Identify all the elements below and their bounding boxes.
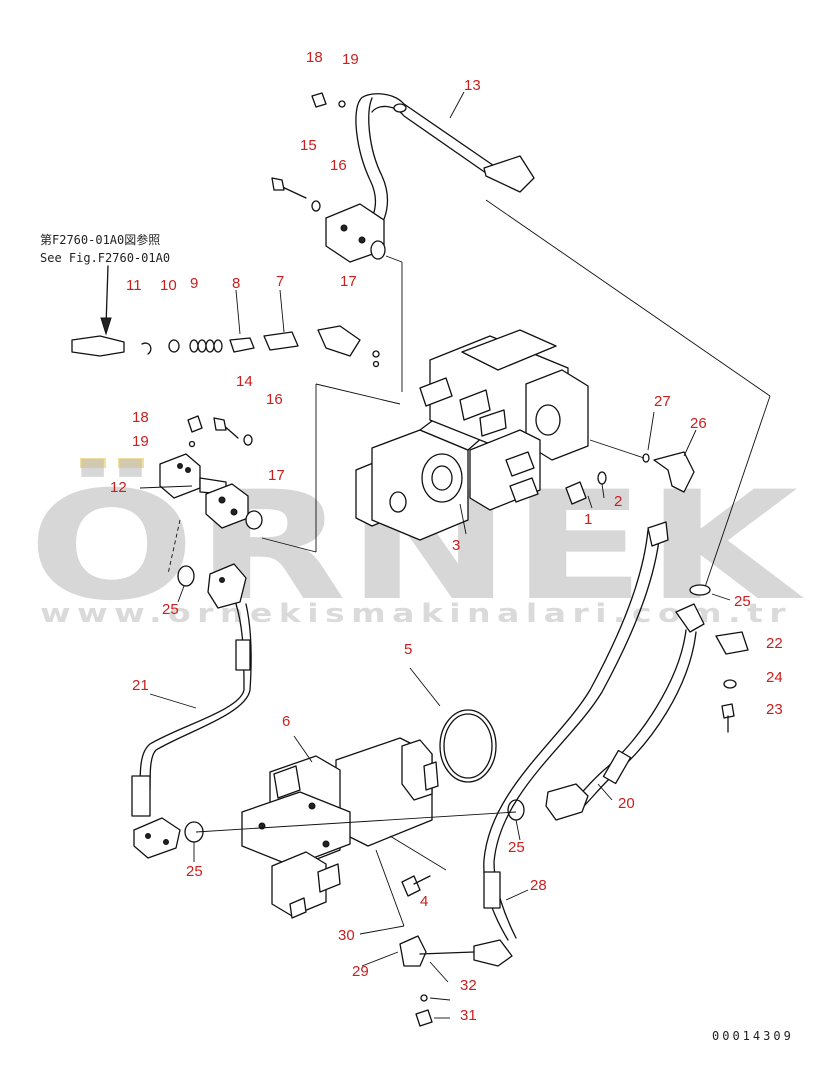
washer-19-top (338, 100, 346, 108)
pipe-13-top-run (359, 93, 501, 171)
callout-22: 22 (766, 635, 783, 652)
orings (177, 565, 711, 843)
pump-motor-6 (195, 737, 517, 1027)
watermark-umlaut-dot (118, 458, 144, 468)
callout-15: 15 (300, 137, 317, 154)
callout-16: 16 (266, 391, 283, 408)
oring-17-mid (245, 510, 263, 530)
pipe-13-end-flange (483, 155, 535, 193)
callout-13: 13 (464, 77, 481, 94)
spring-9 (189, 339, 223, 353)
washer-19-mid (188, 440, 196, 448)
callout-12: 12 (110, 479, 127, 496)
reference-note-en: See Fig.F2760-01A0 (40, 251, 170, 265)
clamp-22 (715, 631, 749, 655)
callout-17: 17 (268, 467, 285, 484)
callout-25: 25 (186, 863, 203, 880)
callout-21: 21 (132, 677, 149, 694)
callout-3: 3 (452, 537, 460, 554)
watermark-umlaut-dot (80, 458, 106, 468)
elbow-26 (653, 451, 695, 493)
washer-16-mid (243, 434, 253, 446)
bracket-12 (159, 383, 401, 575)
bolt-4 (401, 875, 421, 897)
plug-31 (415, 1009, 433, 1027)
callout-6: 6 (282, 713, 290, 730)
callout-26: 26 (690, 415, 707, 432)
callout-23: 23 (766, 701, 783, 718)
callout-labels: 18 19 13 15 16 17 11 10 9 8 7 14 16 18 1… (110, 49, 783, 1024)
watermark-url: www.ornekismakinalari.com.tr (40, 599, 792, 629)
hoses-right (473, 521, 749, 967)
callout-25: 25 (162, 601, 179, 618)
hose-21-flange (207, 563, 247, 609)
callout-18: 18 (306, 49, 323, 66)
motor-mount-plate (241, 791, 351, 867)
callout-2: 2 (614, 493, 622, 510)
oring-17-top (370, 240, 386, 260)
callout-29: 29 (352, 963, 369, 980)
callout-10: 10 (160, 277, 177, 294)
hose-28-end (473, 939, 513, 967)
reference-note: 第F2760-01A0図参照 See Fig.F2760-01A0 (40, 232, 170, 336)
drawing-number: 00014309 (712, 1029, 794, 1043)
oring-25-a (177, 565, 195, 587)
oring-32 (420, 994, 428, 1002)
callout-31: 31 (460, 1007, 477, 1024)
callout-19: 19 (132, 433, 149, 450)
callout-7: 7 (276, 273, 284, 290)
callout-30: 30 (338, 927, 355, 944)
hose-21-end-flange (133, 817, 181, 859)
hose-21 (131, 563, 252, 859)
callout-leaders (139, 91, 731, 1019)
bolt-23 (721, 703, 735, 719)
callout-8: 8 (232, 275, 240, 292)
fitting-ref (71, 335, 125, 357)
washer-24 (723, 679, 737, 689)
hose-20 (573, 629, 687, 801)
callout-27: 27 (654, 393, 671, 410)
callout-19: 19 (342, 51, 359, 68)
fitting-connector (317, 325, 361, 357)
callout-24: 24 (766, 669, 783, 686)
motor-valve-block (271, 851, 327, 917)
callout-11: 11 (126, 277, 142, 294)
pipe-13-assembly (271, 92, 771, 591)
control-valve-3 (355, 329, 695, 541)
snap-ring-11 (141, 342, 152, 355)
bolt-1 (565, 481, 587, 505)
washer-10 (168, 339, 180, 353)
plunger-8 (229, 337, 255, 353)
callout-16: 16 (330, 157, 347, 174)
washer-16-top (311, 200, 321, 212)
sleeve-7 (263, 331, 299, 351)
oring-25-b (689, 584, 711, 596)
fitting-row (71, 325, 380, 368)
callout-32: 32 (460, 977, 477, 994)
callout-20: 20 (618, 795, 635, 812)
callout-25: 25 (734, 593, 751, 610)
reference-arrow (105, 265, 109, 327)
hose-20-end (675, 603, 705, 633)
callout-25: 25 (508, 839, 525, 856)
callout-14: 14 (236, 373, 253, 390)
bolt-18-mid (187, 415, 203, 433)
callout-28: 28 (530, 877, 547, 894)
hose-20-flange (545, 783, 589, 821)
fitting-29 (399, 935, 427, 967)
callout-1: 1 (584, 511, 592, 528)
reference-arrowhead (100, 317, 112, 336)
motor-shaft (423, 761, 439, 791)
callout-5: 5 (404, 641, 412, 658)
callout-18: 18 (132, 409, 149, 426)
washer-2 (597, 471, 607, 485)
callout-17: 17 (340, 273, 357, 290)
bolt-18-top (311, 92, 327, 108)
reference-note-jp: 第F2760-01A0図参照 (40, 232, 160, 247)
callout-9: 9 (190, 275, 198, 292)
callout-4: 4 (420, 893, 428, 910)
